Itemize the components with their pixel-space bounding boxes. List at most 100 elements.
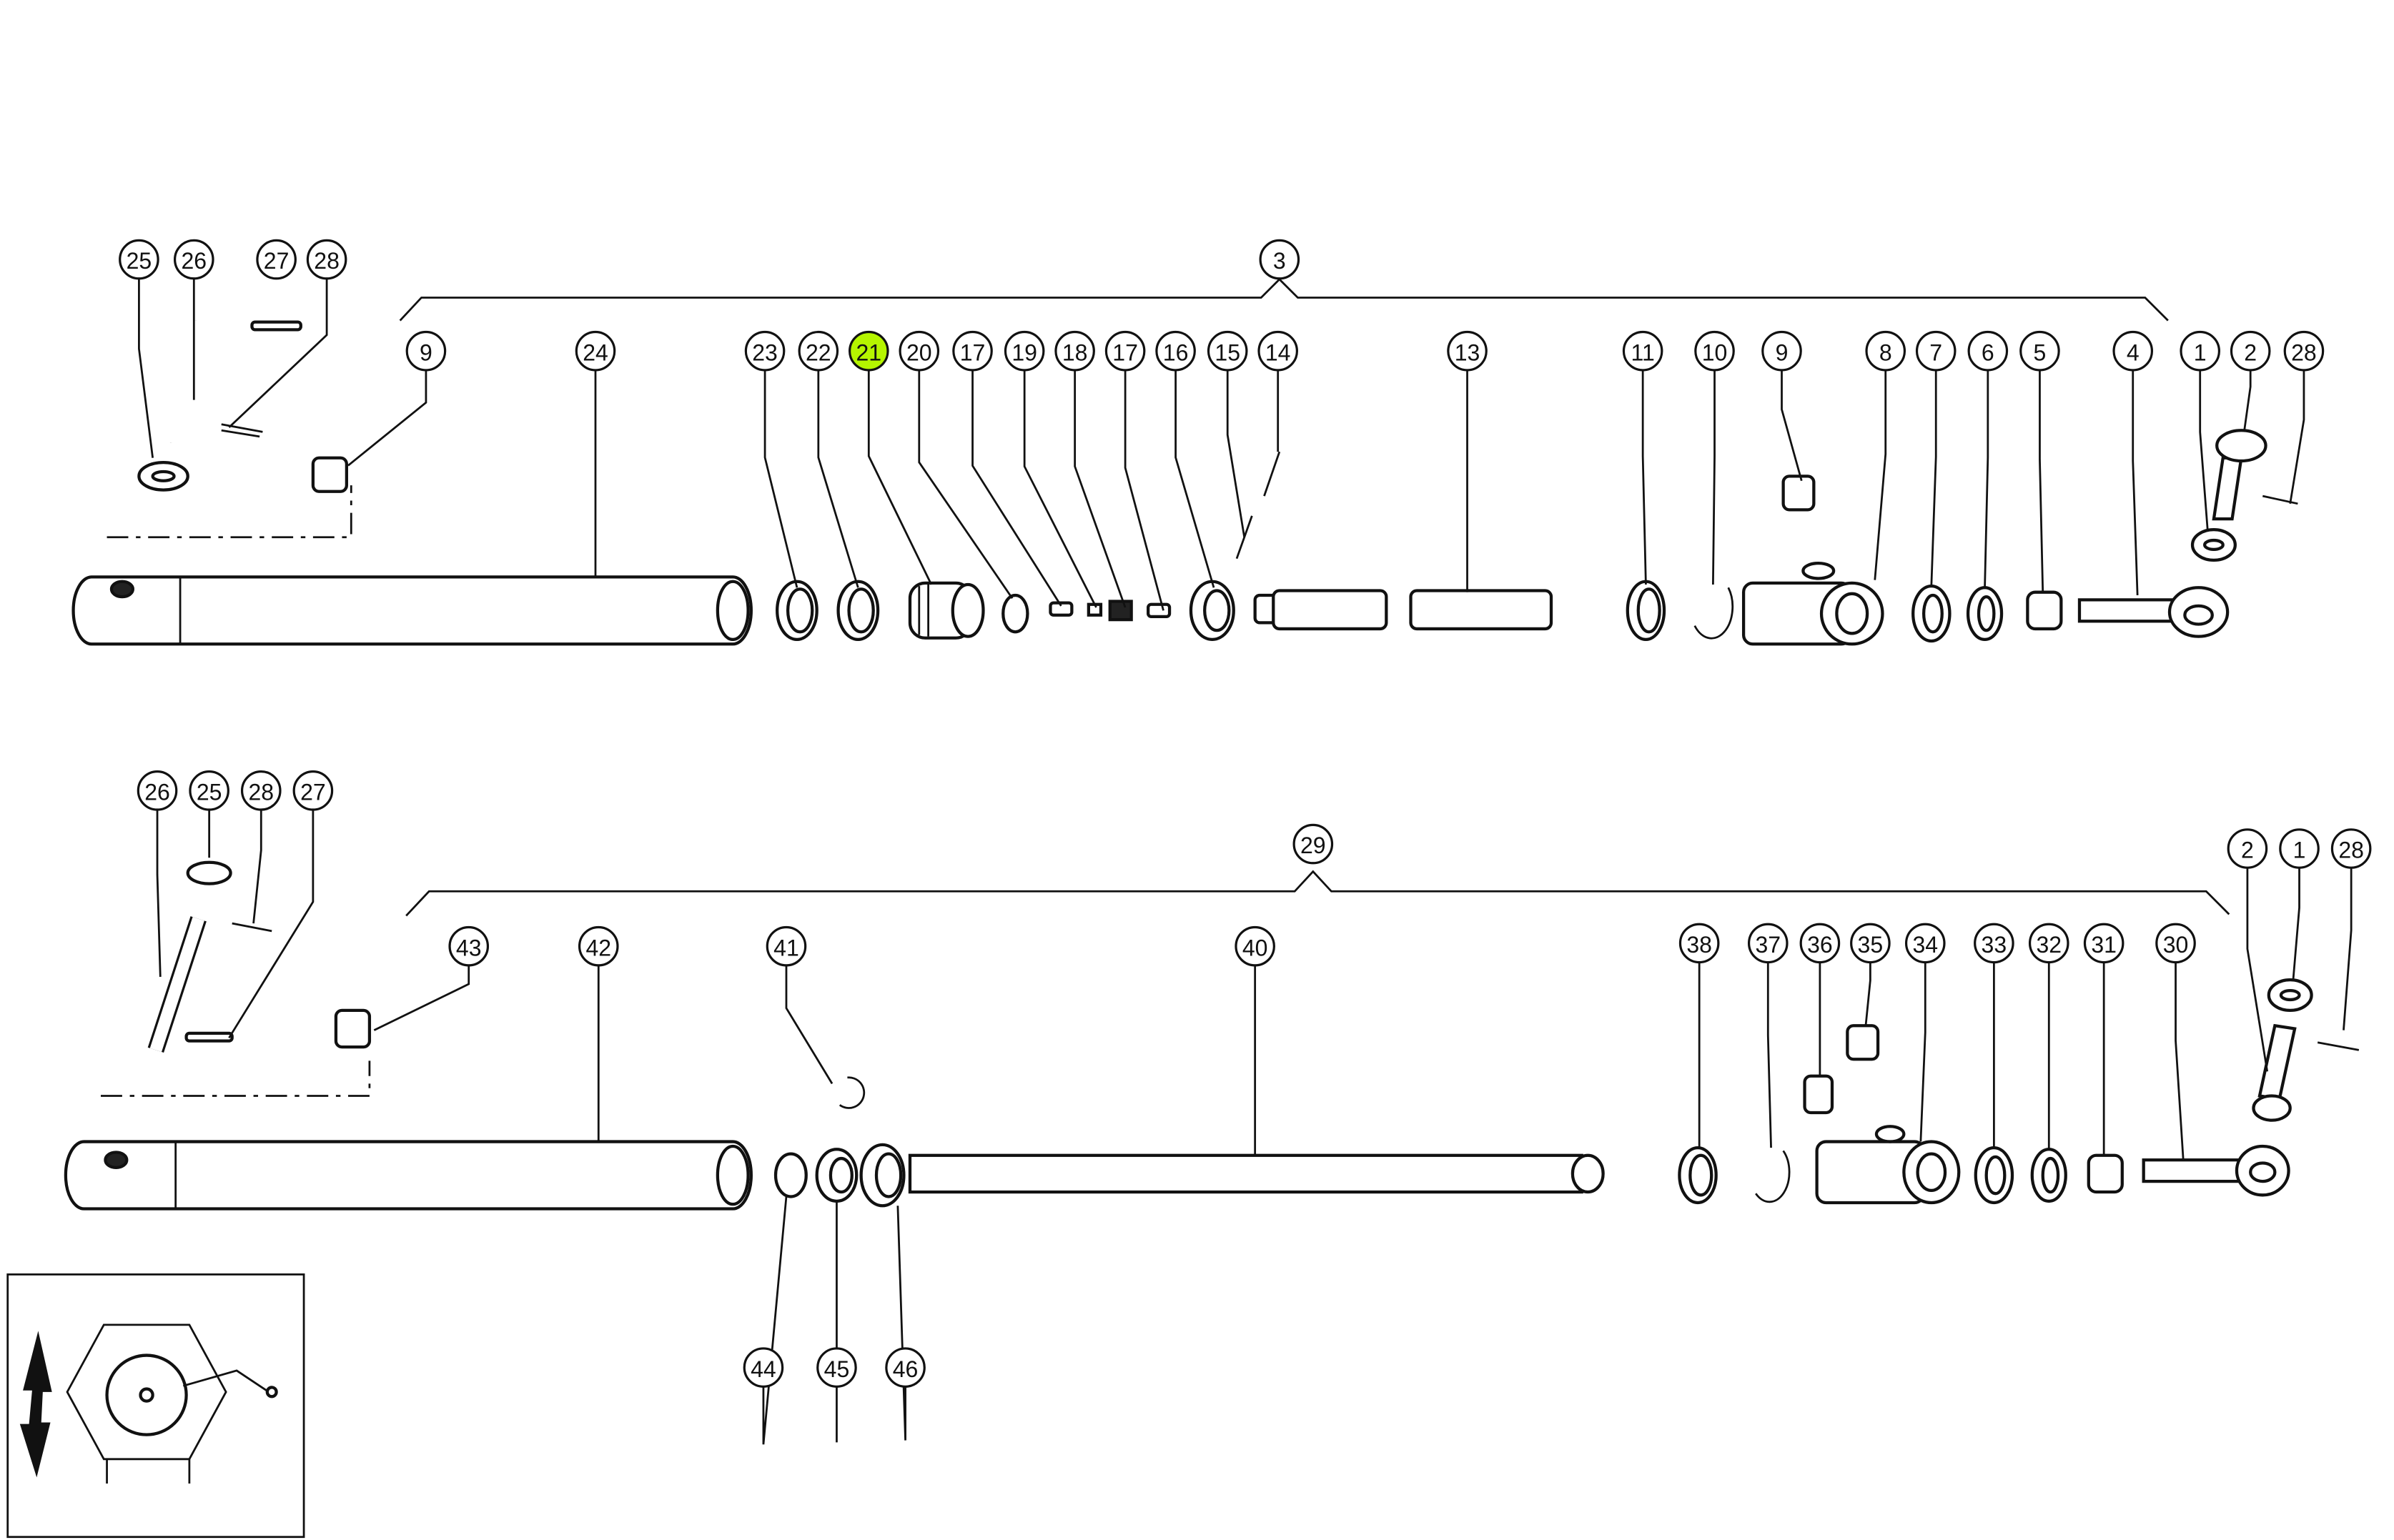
callout-circle[interactable] xyxy=(2180,330,2221,372)
callout-40[interactable]: 40 xyxy=(1235,925,1275,967)
callout-46[interactable]: 46 xyxy=(885,1347,926,1388)
callout-circle[interactable] xyxy=(119,239,159,280)
callout-33[interactable]: 33 xyxy=(1974,923,2014,964)
callout-32[interactable]: 32 xyxy=(2028,923,2069,964)
callout-17[interactable]: 17 xyxy=(952,330,993,372)
callout-circle[interactable] xyxy=(1915,330,1957,372)
callout-circle[interactable] xyxy=(1004,330,1045,372)
callout-circle[interactable] xyxy=(137,770,178,811)
callout-circle[interactable] xyxy=(1054,330,1095,372)
callout-circle[interactable] xyxy=(1257,330,1298,372)
callout-45[interactable]: 45 xyxy=(816,1347,857,1388)
callout-4[interactable]: 4 xyxy=(2112,330,2154,372)
callout-1[interactable]: 1 xyxy=(2279,828,2320,869)
callout-circle[interactable] xyxy=(766,925,807,967)
callout-circle[interactable] xyxy=(1447,330,1488,372)
callout-circle[interactable] xyxy=(1235,925,1275,967)
callout-circle[interactable] xyxy=(1904,923,1946,964)
callout-circle[interactable] xyxy=(2230,330,2271,372)
callout-circle[interactable] xyxy=(1622,330,1663,372)
callout-8[interactable]: 8 xyxy=(1865,330,1906,372)
callout-25[interactable]: 25 xyxy=(119,239,159,280)
callout-29[interactable]: 29 xyxy=(1292,823,1334,865)
callout-circle[interactable] xyxy=(1207,330,1248,372)
callout-circle[interactable] xyxy=(1678,923,1720,964)
callout-15[interactable]: 15 xyxy=(1207,330,1248,372)
callout-circle[interactable] xyxy=(816,1347,857,1388)
callout-18[interactable]: 18 xyxy=(1054,330,1095,372)
callout-42[interactable]: 42 xyxy=(578,925,619,967)
callout-28[interactable]: 28 xyxy=(306,239,347,280)
callout-circle[interactable] xyxy=(575,330,616,372)
callout-circle[interactable] xyxy=(743,1347,784,1388)
callout-6[interactable]: 6 xyxy=(1967,330,2009,372)
callout-25[interactable]: 25 xyxy=(189,770,229,811)
callout-28[interactable]: 28 xyxy=(2330,828,2372,869)
callout-circle[interactable] xyxy=(899,330,940,372)
callout-circle[interactable] xyxy=(849,330,889,372)
callout-circle[interactable] xyxy=(2227,828,2268,869)
callout-36[interactable]: 36 xyxy=(1799,923,1841,964)
callout-circle[interactable] xyxy=(292,770,334,811)
callout-28[interactable]: 28 xyxy=(240,770,282,811)
callout-27[interactable]: 27 xyxy=(292,770,334,811)
callout-1[interactable]: 1 xyxy=(2180,330,2221,372)
callout-21[interactable]: 21 xyxy=(849,330,889,372)
callout-circle[interactable] xyxy=(189,770,229,811)
callout-34[interactable]: 34 xyxy=(1904,923,1946,964)
callout-circle[interactable] xyxy=(1865,330,1906,372)
callout-3[interactable]: 3 xyxy=(1259,239,1300,280)
callout-22[interactable]: 22 xyxy=(798,330,839,372)
callout-circle[interactable] xyxy=(1104,330,1146,372)
callout-2[interactable]: 2 xyxy=(2227,828,2268,869)
callout-circle[interactable] xyxy=(2028,923,2069,964)
callout-circle[interactable] xyxy=(2083,923,2125,964)
callout-30[interactable]: 30 xyxy=(2155,923,2196,964)
callout-44[interactable]: 44 xyxy=(743,1347,784,1388)
callout-circle[interactable] xyxy=(2112,330,2154,372)
callout-5[interactable]: 5 xyxy=(2019,330,2060,372)
callout-9[interactable]: 9 xyxy=(1761,330,1802,372)
callout-17[interactable]: 17 xyxy=(1104,330,1146,372)
callout-circle[interactable] xyxy=(2279,828,2320,869)
callout-28[interactable]: 28 xyxy=(2283,330,2325,372)
callout-circle[interactable] xyxy=(1747,923,1789,964)
callout-37[interactable]: 37 xyxy=(1747,923,1789,964)
callout-circle[interactable] xyxy=(744,330,786,372)
callout-circle[interactable] xyxy=(448,925,490,967)
callout-circle[interactable] xyxy=(1974,923,2014,964)
callout-circle[interactable] xyxy=(405,330,447,372)
callout-11[interactable]: 11 xyxy=(1622,330,1663,372)
callout-circle[interactable] xyxy=(1259,239,1300,280)
callout-circle[interactable] xyxy=(2283,330,2325,372)
callout-7[interactable]: 7 xyxy=(1915,330,1957,372)
callout-circle[interactable] xyxy=(952,330,993,372)
callout-circle[interactable] xyxy=(2330,828,2372,869)
callout-circle[interactable] xyxy=(798,330,839,372)
callout-24[interactable]: 24 xyxy=(575,330,616,372)
callout-20[interactable]: 20 xyxy=(899,330,940,372)
callout-circle[interactable] xyxy=(2019,330,2060,372)
callout-13[interactable]: 13 xyxy=(1447,330,1488,372)
callout-41[interactable]: 41 xyxy=(766,925,807,967)
callout-27[interactable]: 27 xyxy=(256,239,297,280)
callout-circle[interactable] xyxy=(1799,923,1841,964)
callout-circle[interactable] xyxy=(306,239,347,280)
callout-circle[interactable] xyxy=(578,925,619,967)
callout-10[interactable]: 10 xyxy=(1694,330,1735,372)
callout-circle[interactable] xyxy=(1155,330,1196,372)
callout-23[interactable]: 23 xyxy=(744,330,786,372)
callout-35[interactable]: 35 xyxy=(1850,923,1891,964)
callout-circle[interactable] xyxy=(256,239,297,280)
callout-43[interactable]: 43 xyxy=(448,925,490,967)
callout-circle[interactable] xyxy=(1761,330,1802,372)
callout-14[interactable]: 14 xyxy=(1257,330,1298,372)
callout-19[interactable]: 19 xyxy=(1004,330,1045,372)
callout-circle[interactable] xyxy=(885,1347,926,1388)
callout-circle[interactable] xyxy=(1292,823,1334,865)
callout-38[interactable]: 38 xyxy=(1678,923,1720,964)
callout-circle[interactable] xyxy=(1967,330,2009,372)
callout-16[interactable]: 16 xyxy=(1155,330,1196,372)
callout-circle[interactable] xyxy=(1850,923,1891,964)
callout-31[interactable]: 31 xyxy=(2083,923,2125,964)
